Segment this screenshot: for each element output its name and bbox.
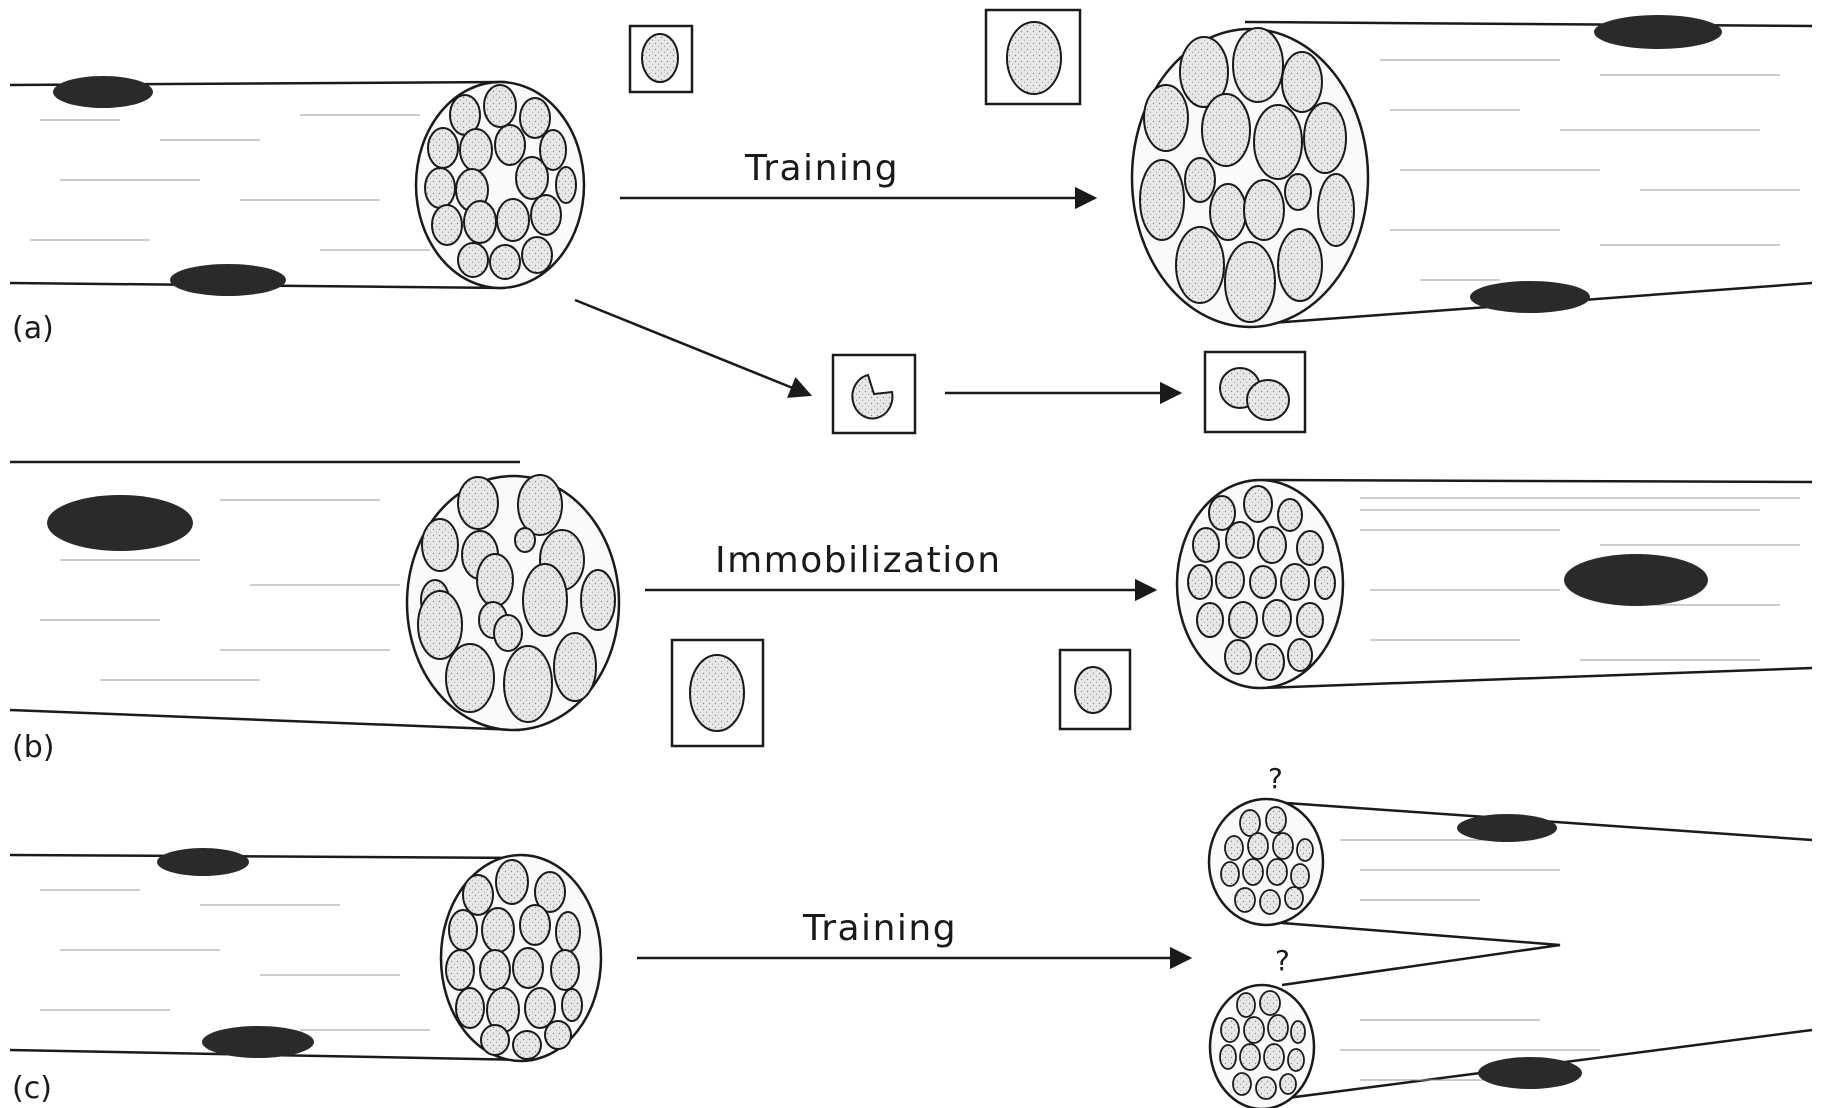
nucleus-c-after-bottom	[1478, 1057, 1582, 1089]
nucleus-a-after-bottom	[1470, 281, 1590, 313]
fiber-c-split: ? ?	[1209, 762, 1812, 1108]
nucleus-inset-a-small	[630, 26, 692, 92]
nucleus-inset-a-large	[986, 10, 1080, 104]
panel-c: Training	[10, 762, 1812, 1108]
fiber-a-after	[1132, 15, 1812, 327]
fiber-a-before-striations	[30, 115, 470, 250]
nucleus-c-before-bottom	[202, 1026, 314, 1058]
nucleus-a-after-top	[1594, 15, 1722, 49]
fiber-b-after	[1177, 480, 1812, 688]
nucleus-inset-b-small	[1060, 650, 1130, 729]
fiber-a-before	[10, 76, 584, 296]
fiber-c-split-striations	[1340, 840, 1600, 1080]
fiber-b-before	[10, 462, 619, 730]
panel-a-label: (a)	[12, 311, 54, 346]
fiber-c-before	[10, 848, 601, 1061]
panel-a: Training	[10, 10, 1812, 433]
arrow-a-training-label: Training	[744, 148, 899, 189]
nucleus-a-before-top	[53, 76, 153, 108]
fiber-c-before-striations	[40, 890, 430, 1030]
question-mark-top: ?	[1268, 762, 1283, 795]
panel-c-label: (c)	[12, 1071, 52, 1106]
arrow-c-training-label: Training	[802, 908, 957, 949]
question-mark-bottom: ?	[1275, 944, 1290, 977]
arrow-b-immobilization-label: Immobilization	[715, 540, 1002, 581]
nucleus-b-before	[47, 495, 193, 551]
dividing-cell-inset	[1205, 352, 1305, 432]
arrow-a-to-satellite	[575, 300, 810, 395]
nucleus-b-after	[1564, 554, 1708, 606]
panel-b: Immobilization	[10, 462, 1812, 765]
nucleus-a-before-bottom	[170, 264, 286, 296]
satellite-cell-inset	[833, 355, 915, 433]
nucleus-c-before-top	[157, 848, 249, 876]
nucleus-c-after-top	[1457, 814, 1557, 842]
nucleus-inset-b-large	[672, 640, 763, 746]
fiber-a-after-striations	[1380, 60, 1800, 280]
panel-b-label: (b)	[12, 730, 54, 765]
